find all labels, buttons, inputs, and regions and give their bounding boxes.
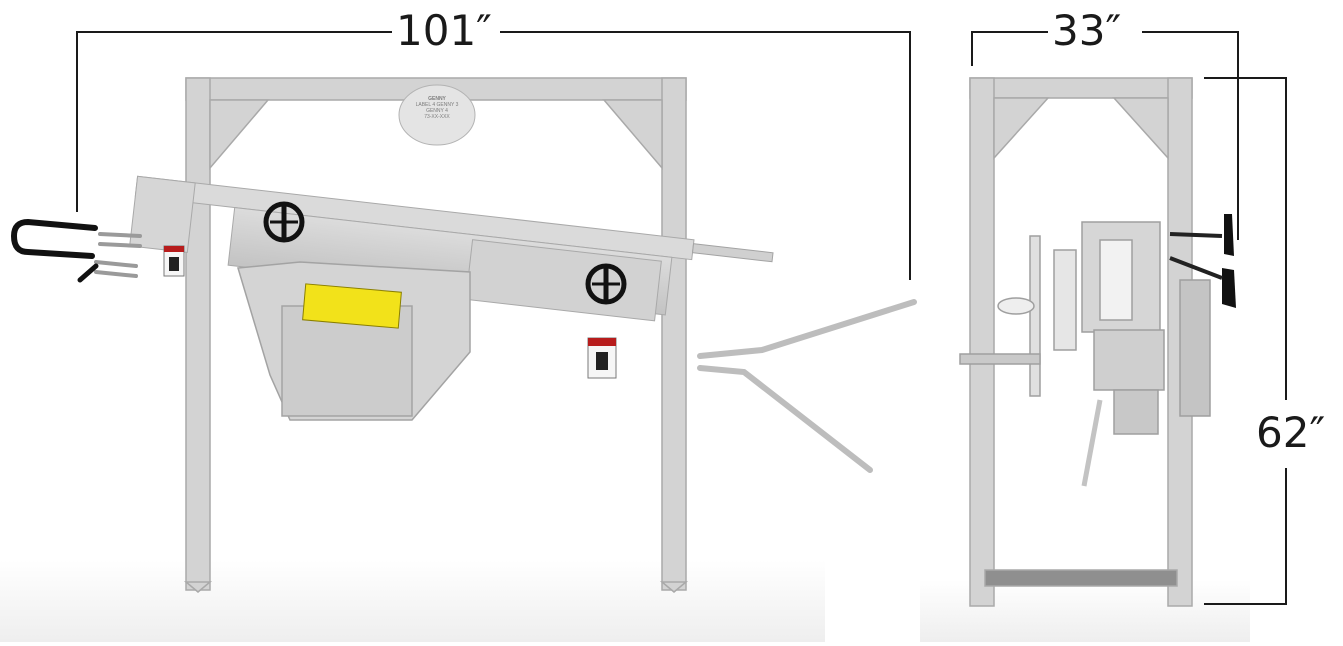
side-control-knobs [1169,214,1236,308]
danger-label-right [587,337,617,379]
dimension-line-height [1204,77,1287,605]
plaque-line-4: 73-XX-XXX [424,114,450,120]
floor-shadow-front [0,560,825,642]
danger-label-left [163,245,185,277]
identification-plaque [398,84,476,146]
dimension-line-width-side [971,31,1239,240]
dimension-label-width-side: 33″ [1048,10,1126,52]
plaque-line-1: GENNY [428,96,446,102]
dimension-label-height: 62″ [1252,412,1330,454]
dimension-line-width-front [76,31,911,280]
side-view [959,77,1236,607]
control-handle [10,218,98,259]
discharge-chute [697,299,917,473]
plaque-line-2: LABEL 4 GENNY 3 [415,102,459,108]
warning-label-yellow [302,283,402,329]
plaque-line-3: GENNY 4 [426,108,448,114]
front-hopper [237,261,471,421]
hydraulic-fittings [77,232,142,283]
dimension-label-width-front: 101″ [392,10,496,52]
handwheel-left [263,201,305,243]
front-view [10,77,917,593]
handwheel-right [585,263,627,305]
side-mechanism [959,221,1211,487]
plaque-text: GENNY LABEL 4 GENNY 3 GENNY 4 73-XX-XXX [402,96,472,120]
